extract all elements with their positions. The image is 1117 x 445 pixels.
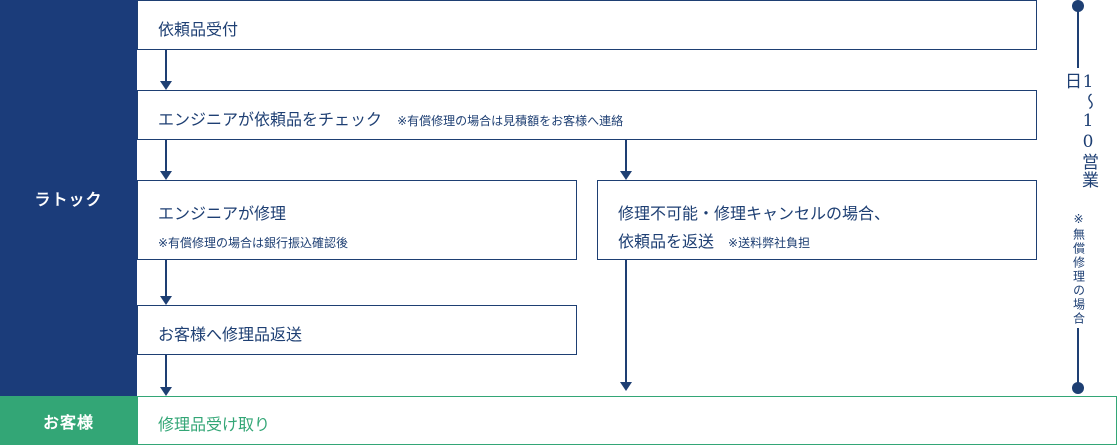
step-ship: お客様へ修理品返送 <box>137 305 577 355</box>
arrow-check-to-repair <box>165 140 167 171</box>
arrow-repair-to-ship <box>165 260 167 296</box>
step-cancel-note: ※送料弊社負担 <box>728 236 811 250</box>
timeline-end-dot <box>1072 382 1084 394</box>
arrow-check-to-cancel <box>625 140 627 171</box>
arrow-cancel-to-receive-back <box>625 260 627 382</box>
step-cancel-label-line2: 依頼品を返送 <box>618 232 715 251</box>
step-receive-label: 依頼品受付 <box>158 20 239 39</box>
lane-ratok: ラトック <box>0 0 137 396</box>
timeline-duration: 1〜10営業日 <box>1061 72 1098 189</box>
timeline-line-top <box>1077 8 1079 68</box>
arrowhead-icon <box>620 171 632 180</box>
step-check-note: ※有償修理の場合は見積額をお客様へ連絡 <box>397 114 624 128</box>
step-receive-back-label: 修理品受け取り <box>158 415 271 434</box>
step-repair-label: エンジニアが修理 <box>158 204 287 223</box>
step-repair-note: ※有償修理の場合は銀行振込確認後 <box>158 236 349 250</box>
lane-customer-label: お客様 <box>42 412 94 432</box>
timeline-label: 1〜10営業日 ※無償修理の場合 <box>1061 72 1098 326</box>
lane-customer: お客様 <box>0 396 137 445</box>
arrowhead-icon <box>160 296 172 305</box>
lane-ratok-label: ラトック <box>34 190 103 209</box>
timeline-note: ※無償修理の場合 <box>1071 212 1086 326</box>
arrowhead-icon <box>160 171 172 180</box>
timeline-line-bottom <box>1077 328 1079 383</box>
arrowhead-icon <box>620 382 632 391</box>
arrowhead-icon <box>160 387 172 396</box>
step-ship-label: お客様へ修理品返送 <box>158 325 303 344</box>
step-repair: エンジニアが修理 ※有償修理の場合は銀行振込確認後 <box>137 180 577 260</box>
step-receive: 依頼品受付 <box>137 0 1037 50</box>
timeline-start-dot <box>1072 0 1084 12</box>
step-cancel-label-line1: 修理不可能・修理キャンセルの場合、 <box>618 204 891 223</box>
step-cancel: 修理不可能・修理キャンセルの場合、 依頼品を返送 ※送料弊社負担 <box>597 180 1037 260</box>
arrow-receive-to-check <box>165 50 167 81</box>
arrowhead-icon <box>160 81 172 90</box>
step-check: エンジニアが依頼品をチェック ※有償修理の場合は見積額をお客様へ連絡 <box>137 90 1037 140</box>
step-check-label: エンジニアが依頼品をチェック <box>158 110 383 129</box>
arrow-ship-to-receive-back <box>165 355 167 387</box>
step-receive-back: 修理品受け取り <box>137 396 1117 445</box>
